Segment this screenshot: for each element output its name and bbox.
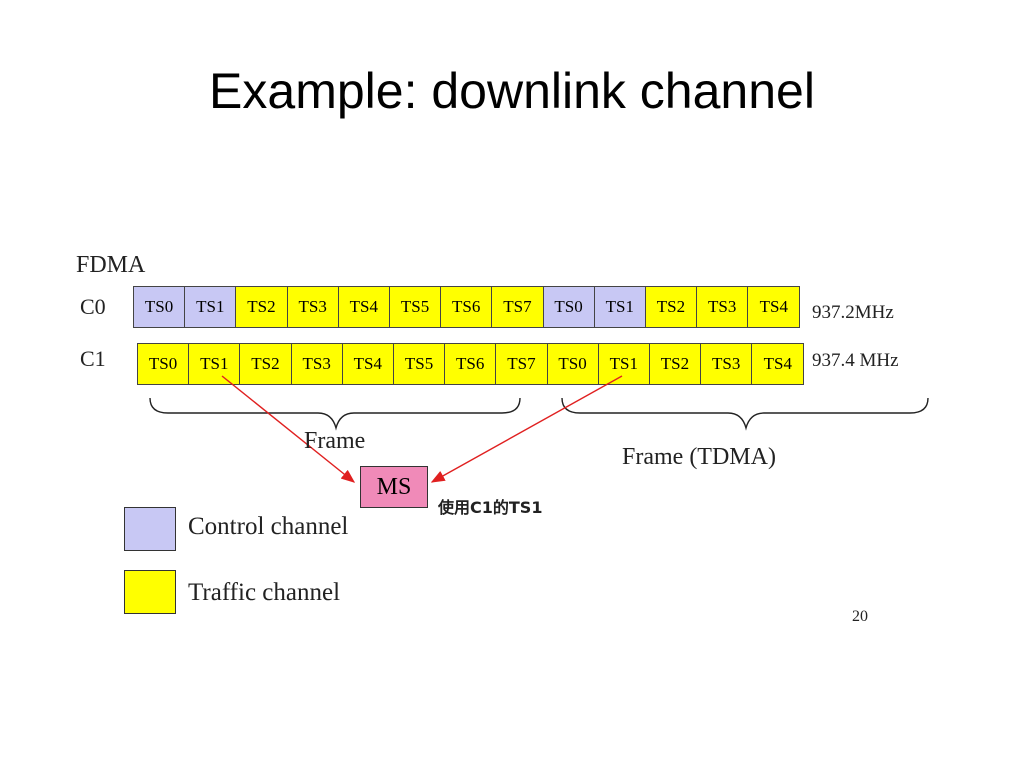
timeslot-c0-9: TS1 xyxy=(594,287,646,327)
timeslot-c0-8: TS0 xyxy=(543,287,595,327)
legend-traffic-swatch xyxy=(124,570,176,614)
frame-brace xyxy=(149,397,521,431)
timeslot-c1-8: TS0 xyxy=(547,344,599,384)
timeslot-c0-3: TS3 xyxy=(287,287,339,327)
timeslot-c0-0: TS0 xyxy=(134,287,186,327)
timeslot-c0-5: TS5 xyxy=(389,287,442,327)
channel-c1-name: C1 xyxy=(80,346,106,371)
page-number: 20 xyxy=(852,608,868,625)
timeslot-c0-11: TS3 xyxy=(697,287,749,327)
timeslot-c1-7: TS7 xyxy=(496,344,548,384)
timeslot-c0-6: TS6 xyxy=(441,287,493,327)
ms-note: 使用C1的TS1 xyxy=(438,498,543,517)
ms-box: MS xyxy=(360,466,428,508)
slide-title: Example: downlink channel xyxy=(209,63,815,119)
timeslot-c0-1: TS1 xyxy=(185,287,237,327)
timeslot-c1-6: TS6 xyxy=(445,344,497,384)
legend-control-label: Control channel xyxy=(188,513,349,540)
channel-c0-name: C0 xyxy=(80,294,106,319)
timeslot-c1-9: TS1 xyxy=(598,344,650,384)
timeslot-c1-1: TS1 xyxy=(189,344,241,384)
timeslot-c1-3: TS3 xyxy=(291,344,343,384)
channel-c0-freq: 937.2MHz xyxy=(812,302,894,323)
ms-label: MS xyxy=(376,473,412,500)
arrow-c1-ts1-second xyxy=(430,375,623,483)
frame-label: Frame xyxy=(304,428,366,454)
frame-tdma-brace xyxy=(561,397,929,431)
fdma-label: FDMA xyxy=(76,252,146,278)
legend-control-swatch xyxy=(124,507,176,551)
timeslot-c1-11: TS3 xyxy=(701,344,753,384)
timeslot-c0-4: TS4 xyxy=(338,287,390,327)
timeslot-c1-5: TS5 xyxy=(393,344,446,384)
timeslot-c0-12: TS4 xyxy=(748,287,800,327)
frame-tdma-label: Frame (TDMA) xyxy=(622,444,776,470)
timeslot-c1-4: TS4 xyxy=(342,344,394,384)
legend-traffic-label: Traffic channel xyxy=(188,579,341,606)
timeslot-c1-0: TS0 xyxy=(138,344,190,384)
channel-c1-freq: 937.4 MHz xyxy=(812,350,899,371)
timeslot-c0-10: TS2 xyxy=(645,287,698,327)
timeslot-c0-2: TS2 xyxy=(236,287,288,327)
timeslot-c1-10: TS2 xyxy=(649,344,702,384)
timeslot-c1-2: TS2 xyxy=(240,344,292,384)
timeslot-c0-7: TS7 xyxy=(492,287,544,327)
timeslot-c1-12: TS4 xyxy=(752,344,804,384)
